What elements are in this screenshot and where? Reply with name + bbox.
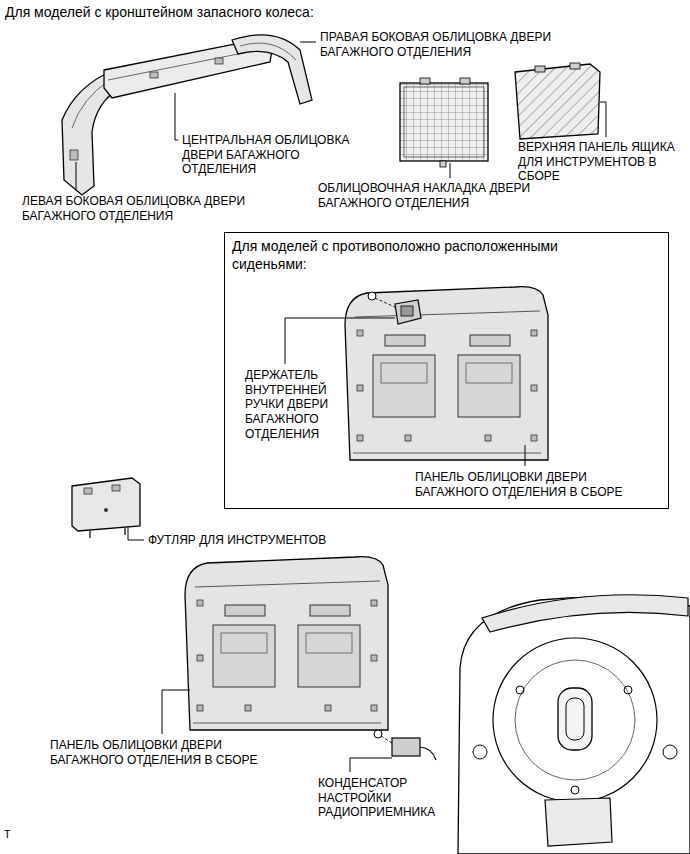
back-door <box>482 595 688 632</box>
trim-panel-assembly <box>185 557 388 730</box>
back-door <box>516 686 524 694</box>
tool-case <box>112 485 120 491</box>
tool-box-upper-panel <box>570 63 580 69</box>
tool-box-upper-panel <box>515 64 600 139</box>
radio-tuning-condenser <box>374 730 382 738</box>
door-cover-panel <box>440 161 446 167</box>
back-door <box>663 745 677 759</box>
radio-tuning-condenser <box>381 736 392 743</box>
inside-handle-holder <box>395 300 421 324</box>
back-door <box>558 688 592 750</box>
part-name: ПРАВАЯ БОКОВАЯ ОБЛИЦОВКА ДВЕРИ БАГАЖНОГО… <box>320 30 590 59</box>
part-name: ФУТЛЯР ДЛЯ ИНСТРУМЕНТОВ <box>148 533 378 548</box>
tool-box-upper-panel <box>515 63 600 139</box>
leader-lines <box>600 102 606 137</box>
door-cover-panel <box>400 83 488 161</box>
inside-handle-holder <box>401 306 413 316</box>
tool-case <box>72 478 140 538</box>
back-door <box>545 798 612 846</box>
right-side-trim <box>240 43 296 60</box>
tool-case <box>72 478 140 531</box>
door-cover-panel <box>400 78 488 167</box>
part-name: ДЕРЖАТЕЛЬ ВНУТРЕННЕЙ РУЧКИ ДВЕРИ БАГАЖНО… <box>245 368 341 441</box>
door-cover-panel <box>404 87 484 157</box>
radio-tuning-condenser <box>392 738 420 756</box>
part-name: ПАНЕЛЬ ОБЛИЦОВКИ ДВЕРИ БАГАЖНОГО ОТДЕЛЕН… <box>50 738 295 767</box>
radio-tuning-condenser <box>374 730 436 760</box>
trim-panel-opposite-seats <box>345 287 548 460</box>
radio-tuning-condenser <box>420 747 436 760</box>
section-heading: Для моделей с противоположно расположенн… <box>232 237 592 273</box>
right-side-trim <box>232 35 312 104</box>
left-side-trim <box>70 150 78 160</box>
back-door <box>515 660 635 780</box>
back-door <box>566 698 584 740</box>
tool-case <box>124 528 125 535</box>
tool-case <box>89 531 90 538</box>
figure-code: T <box>4 828 24 841</box>
leader-lines <box>350 758 392 772</box>
back-door <box>571 786 579 794</box>
part-name: ОБЛИЦОВОЧНАЯ НАКЛАДКА ДВЕРИ БАГАЖНОГО ОТ… <box>318 181 548 210</box>
leader-lines <box>76 162 77 190</box>
trim-panel-opposite-seats <box>345 287 548 460</box>
leader-lines <box>175 93 178 140</box>
inside-handle-holder <box>375 298 397 308</box>
center-trim <box>150 72 158 78</box>
part-name: ПАНЕЛЬ ОБЛИЦОВКИ ДВЕРИ БАГАЖНОГО ОТДЕЛЕН… <box>415 470 660 499</box>
right-side-trim <box>232 35 312 104</box>
leader-lines <box>450 163 451 178</box>
leader-lines <box>525 445 526 466</box>
leader-lines <box>285 318 395 364</box>
back-door <box>493 638 657 802</box>
back-door <box>458 595 690 854</box>
tool-box-upper-panel <box>535 66 545 72</box>
back-door <box>473 745 487 759</box>
leader-lines <box>128 527 144 540</box>
part-name: КОНДЕНСАТОР НАСТРОЙКИ РАДИОПРИЕМНИКА <box>318 776 453 820</box>
door-cover-panel <box>460 78 470 84</box>
tool-case <box>84 488 92 494</box>
section-note: Для моделей с кронштейном запасного коле… <box>5 4 425 21</box>
center-trim <box>215 58 223 64</box>
part-name: ЦЕНТРАЛЬНАЯ ОБЛИЦОВКА ДВЕРИ БАГАЖНОГО ОТ… <box>182 133 357 177</box>
trim-panel-assembly <box>185 557 388 730</box>
leader-lines <box>300 42 316 43</box>
back-door <box>624 686 632 694</box>
inside-handle-holder <box>368 292 376 300</box>
inside-handle-holder <box>368 292 421 324</box>
leader-lines <box>162 690 190 734</box>
tool-case <box>104 508 108 512</box>
back-door <box>458 597 690 854</box>
part-name: ЛЕВАЯ БОКОВАЯ ОБЛИЦОВКА ДВЕРИ БАГАЖНОГО … <box>22 194 272 223</box>
part-name: ВЕРХНЯЯ ПАНЕЛЬ ЯЩИКА ДЛЯ ИНСТРУМЕНТОВ В … <box>518 140 683 184</box>
door-cover-panel <box>420 78 430 84</box>
